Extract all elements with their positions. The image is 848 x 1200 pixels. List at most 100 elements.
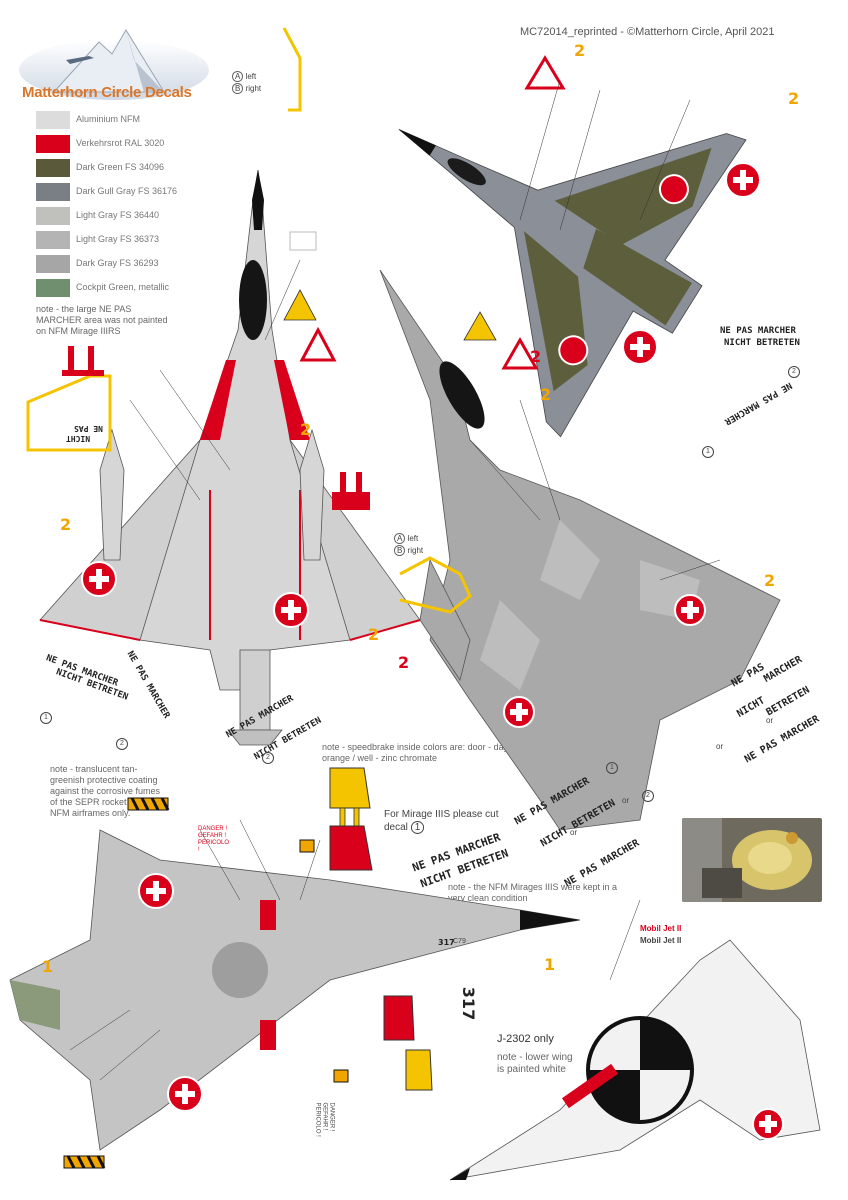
stencil-ne-pas: NE PAS: [74, 424, 103, 433]
callout-2: 2: [642, 790, 654, 802]
serial-317-small: 317: [438, 938, 455, 947]
hazard-stripe-decal: [63, 797, 349, 1169]
legend-label: Verkehrsrot RAL 3020: [76, 138, 165, 148]
svg-text:2: 2: [398, 653, 409, 672]
code-c79: C79: [453, 938, 466, 945]
legend-swatch: [36, 255, 70, 273]
warning-triangle-icon: [463, 311, 497, 341]
callout-1: 1: [40, 712, 52, 724]
key-b-right-2: B right: [394, 545, 423, 556]
yellow-stripe-decal: [282, 27, 302, 112]
warning-triangle-icon: [524, 55, 566, 90]
red-callouts: 22: [398, 347, 541, 672]
legend-label: Dark Gray FS 36293: [76, 258, 159, 268]
svg-text:2: 2: [300, 420, 311, 439]
warning-triangle-icon: [283, 289, 317, 321]
serial-317: 317: [459, 986, 479, 1021]
warning-triangle-icon: [299, 326, 337, 362]
swiss-roundel: [622, 329, 658, 365]
stencil-nicht-betreten: NICHT BETRETEN: [724, 338, 800, 348]
warning-triangle-icon: [501, 336, 539, 370]
legend-label: Cockpit Green, metallic: [76, 282, 170, 292]
danger-label: DANGER ! GEFAHR ! PERICOLO !: [314, 1102, 335, 1137]
key-b-right: B right: [232, 83, 261, 94]
legend-label: Light Gray FS 36440: [76, 210, 160, 220]
swiss-roundel: [503, 696, 535, 728]
yellow-walkway-outline: [26, 374, 472, 614]
legend-item: Dark Gray FS 36293: [36, 252, 256, 276]
swiss-roundel: [138, 873, 174, 909]
svg-text:2: 2: [530, 347, 541, 366]
or-label: or: [622, 796, 630, 805]
mobil-jet-red: Mobil Jet II: [640, 924, 682, 933]
legend-label: Light Gray FS 36373: [76, 234, 160, 244]
brand-logo: [14, 20, 214, 110]
callout-2: 2: [788, 366, 800, 378]
note-mirage-iiis-cut: For Mirage IIIS please cut decal 1: [384, 809, 499, 834]
svg-text:1: 1: [42, 957, 53, 976]
callout-2: 2: [116, 738, 128, 750]
mirage-gray-top-view: [379, 269, 781, 831]
swiss-roundel: [725, 162, 761, 198]
svg-text:2: 2: [788, 89, 799, 108]
cockpit-photo: [682, 818, 822, 902]
legend-swatch: [36, 111, 70, 129]
swiss-roundel: [273, 592, 309, 628]
mirage-silver-bottom-view: [9, 829, 581, 1151]
danger-label: DANGER ! GEFAHR ! PERICOLO !: [198, 826, 230, 853]
legend-item: Dark Gull Gray FS 36176: [36, 180, 256, 204]
legend-item: Aluminium NFM: [36, 108, 256, 132]
note-clean-condition: note - the NFM Mirages IIIS were kept in…: [448, 882, 618, 903]
mirage-camo-top-view: [398, 128, 747, 438]
swiss-roundel: [81, 561, 117, 597]
mirage-silver-top-view: [39, 169, 421, 746]
legend-item: Cockpit Green, metallic: [36, 276, 256, 300]
legend-swatch: [36, 231, 70, 249]
speedbrake-decal: [329, 767, 433, 1091]
legend-swatch: [36, 183, 70, 201]
callout-2: 2: [262, 752, 274, 764]
legend-item: Light Gray FS 36373: [36, 228, 256, 252]
blank-panel-decal: [289, 231, 317, 251]
legend-item: Light Gray FS 36440: [36, 204, 256, 228]
callout-1: 1: [702, 446, 714, 458]
swiss-roundel: [752, 1108, 784, 1140]
note-j2302-only: J-2302 only: [497, 1033, 554, 1045]
legend-label: Aluminium NFM: [76, 114, 141, 124]
or-label: or: [716, 742, 724, 751]
brand-name: Matterhorn Circle Decals: [22, 84, 192, 101]
mirage-white-bottom-view: [449, 939, 821, 1181]
legend-label: Dark Gull Gray FS 36176: [76, 186, 178, 196]
swiss-roundel: [674, 594, 706, 626]
or-label: or: [570, 828, 578, 837]
mobil-jet-black: Mobil Jet II: [640, 936, 682, 945]
note-nfm-marcher: note - the large NE PAS MARCHER area was…: [36, 304, 168, 336]
svg-text:2: 2: [540, 385, 551, 404]
mountain-logo-icon: [19, 29, 209, 100]
key-a-left: A left: [232, 71, 256, 82]
leader-lines: [69, 79, 721, 1081]
svg-text:2: 2: [368, 625, 379, 644]
or-label: or: [766, 716, 774, 725]
note-lower-wing: note - lower wing is painted white: [497, 1052, 573, 1075]
copyright-header: MC72014_reprinted - ©Matterhorn Circle, …: [520, 26, 775, 38]
swiss-roundel: [167, 1076, 203, 1112]
legend-swatch: [36, 135, 70, 153]
svg-text:1: 1: [544, 955, 555, 974]
key-a-left-2: A left: [394, 533, 418, 544]
legend-item: Dark Green FS 34096: [36, 156, 256, 180]
stencil-ne-pas-marcher: NE PAS MARCHER: [720, 326, 796, 336]
legend-swatch: [36, 207, 70, 225]
stencil-nicht: NICHT: [66, 434, 91, 443]
legend-swatch: [36, 279, 70, 297]
legend-label: Dark Green FS 34096: [76, 162, 165, 172]
legend-item: Verkehrsrot RAL 3020: [36, 132, 256, 156]
legend-swatch: [36, 159, 70, 177]
callout-1: 1: [606, 762, 618, 774]
note-coating: note - translucent tan-greenish protecti…: [50, 764, 161, 818]
red-intake-decal: [62, 346, 370, 510]
svg-text:2: 2: [764, 571, 775, 590]
